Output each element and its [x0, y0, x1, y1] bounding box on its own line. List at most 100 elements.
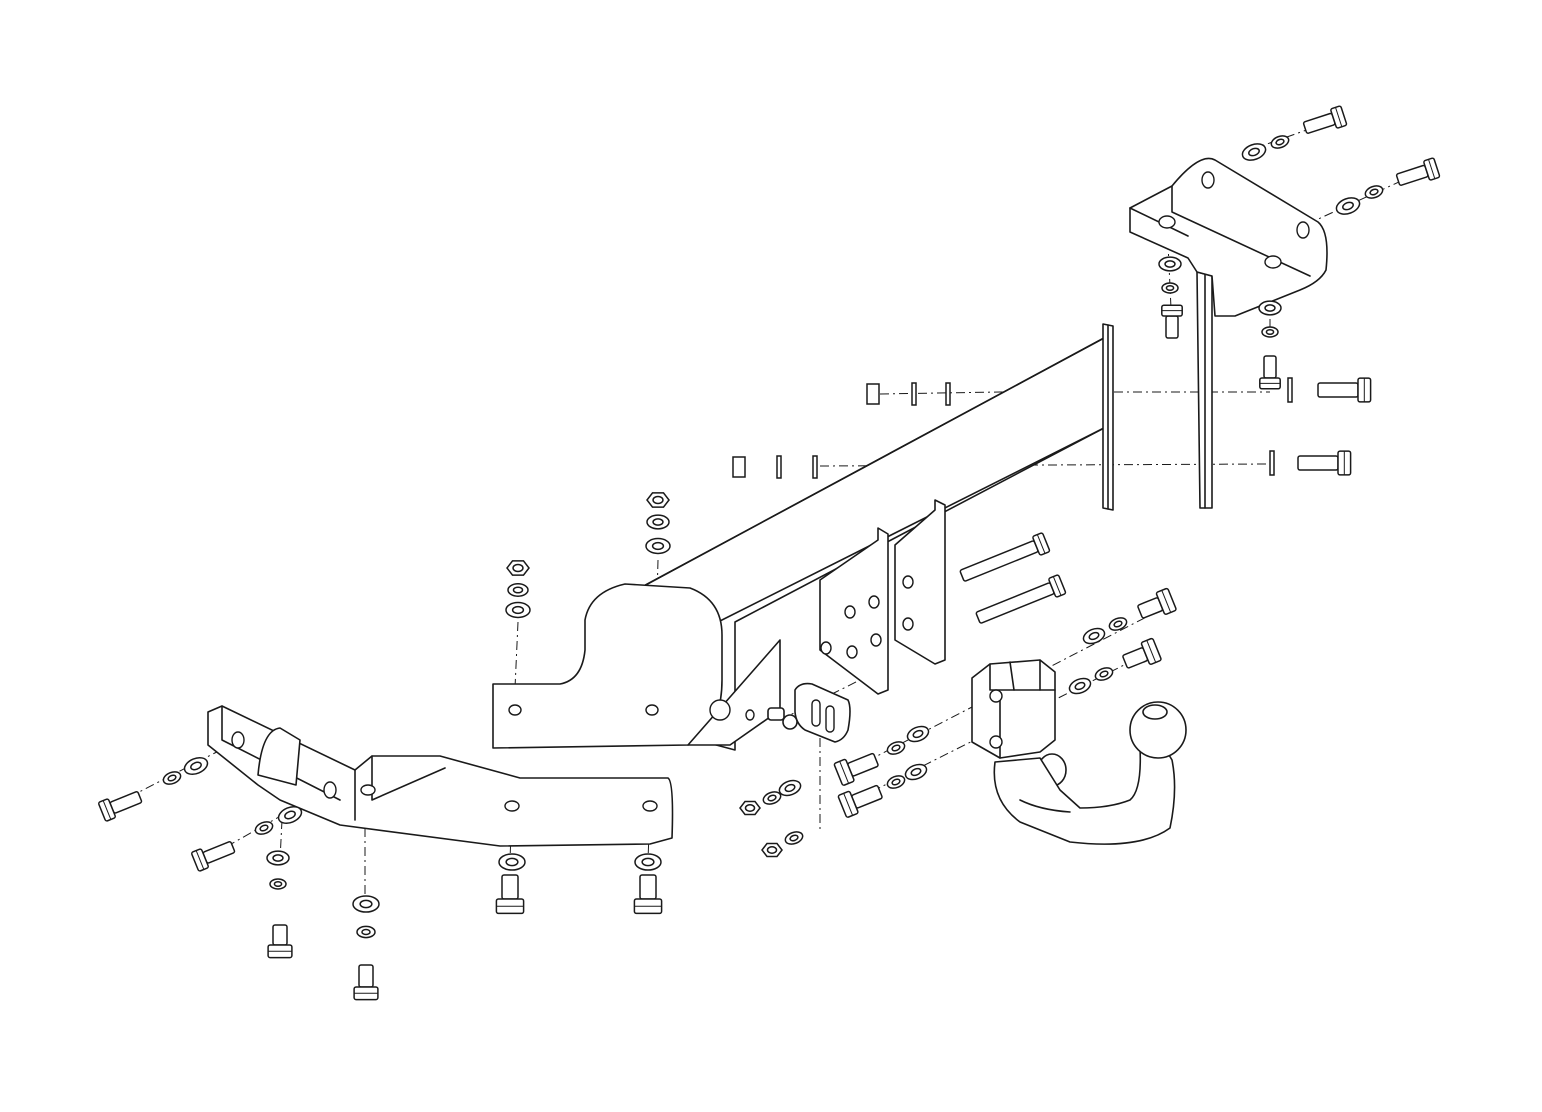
bolt — [633, 874, 663, 915]
hex-nut-bore — [652, 495, 664, 505]
holder-hole-1 — [989, 689, 1003, 703]
side-bracket-hole-1 — [231, 731, 245, 749]
washer-hole — [789, 834, 799, 842]
center-plate-1-hole-3 — [846, 645, 858, 659]
washer-hole — [651, 541, 665, 551]
socket-plate-slot-1 — [811, 699, 821, 727]
bolt — [1297, 450, 1352, 476]
center-plate-1-hole-1 — [844, 605, 856, 619]
bolt-shank — [109, 791, 143, 814]
side-bracket-fold-2 — [371, 755, 446, 801]
holder-channel — [1009, 659, 1041, 691]
side-bracket-hole-3 — [360, 784, 376, 796]
washer-hole — [1099, 670, 1109, 678]
side-bracket-gusset — [257, 727, 301, 786]
bolt-shank — [358, 964, 374, 988]
flange-nut-lower — [732, 456, 746, 478]
washer-hole — [891, 778, 901, 786]
socket-plate-slot-2 — [825, 705, 835, 733]
bolt-shank — [202, 841, 236, 864]
washer-hole — [1248, 147, 1260, 157]
bolt — [975, 574, 1067, 624]
center-plate-2-hole-1 — [902, 575, 914, 589]
bolt-shank — [1302, 112, 1336, 134]
holder-body — [971, 659, 1056, 759]
bolt — [1122, 637, 1162, 669]
bracket-plate — [1129, 157, 1328, 317]
bolt-head-facet — [1036, 534, 1046, 554]
bolt-shank — [847, 752, 879, 777]
bolt — [1259, 355, 1281, 390]
bolt-shank — [272, 924, 288, 946]
washer-hole — [512, 586, 524, 594]
hex-nut-bore — [766, 846, 778, 854]
bolt — [959, 532, 1051, 582]
mounting-plate-hole-2 — [645, 704, 659, 716]
washer-hole — [652, 518, 664, 526]
bolt — [267, 924, 293, 959]
bolts-nuts-washers — [98, 105, 1441, 1001]
washer-hole — [1264, 304, 1276, 312]
bolt-shank — [959, 540, 1039, 582]
axis-lower-right — [819, 463, 1271, 467]
washer-hole — [511, 605, 525, 615]
bracket-hole-3 — [1158, 215, 1176, 229]
left-mounting-plate — [492, 583, 781, 749]
bolt-head-facet — [1052, 576, 1062, 596]
side-bracket-hole-5 — [642, 800, 658, 812]
bolt — [1317, 377, 1372, 403]
washer-hole — [1342, 201, 1354, 211]
bolt — [495, 874, 525, 915]
bolt-shank — [851, 784, 883, 809]
washer-hole — [167, 774, 177, 782]
bolt-head-facet — [102, 800, 112, 820]
washer-hole — [1113, 620, 1123, 628]
washer-hole — [767, 794, 777, 802]
bolt-head-facet — [843, 793, 854, 816]
spacer-plate — [1269, 450, 1275, 476]
bracket-hole-2 — [1296, 221, 1310, 239]
bolt — [191, 841, 236, 872]
bolt-head-facet — [195, 850, 205, 870]
washer-hole — [284, 810, 296, 820]
washer-hole — [273, 881, 283, 887]
holder-hole-2 — [989, 735, 1003, 749]
bolt-head-facet — [1161, 590, 1172, 613]
bolt-shank — [639, 874, 657, 900]
washer-hole — [912, 729, 924, 739]
left-side-bracket — [207, 705, 674, 847]
center-mounting-plates — [819, 499, 946, 695]
bolt — [1161, 304, 1183, 339]
bolt-head-facet — [1335, 107, 1343, 127]
mounting-plate-round-hole — [709, 699, 731, 721]
spacer-plate — [911, 382, 917, 406]
bolt — [833, 752, 879, 786]
bracket-fold — [1171, 185, 1311, 277]
axis-upper-right-left — [879, 391, 1001, 395]
washer-hole — [1088, 631, 1100, 641]
bracket-hole-1 — [1201, 171, 1215, 189]
bolt-head-facet — [1146, 640, 1157, 663]
washer-hole — [259, 824, 269, 832]
hex-nut-bore — [512, 563, 524, 573]
bolt — [837, 784, 883, 818]
neck-contour — [1019, 799, 1071, 813]
washer-hole — [641, 857, 655, 867]
center-plate-1-hole-2 — [868, 595, 880, 609]
holder-top-edge — [989, 663, 1056, 691]
axis-top-bolt-1 — [1249, 119, 1336, 151]
washer-hole — [891, 744, 901, 752]
bolt-shank — [501, 874, 519, 900]
socket-plate-bolt-head — [782, 714, 798, 730]
right-side-bracket — [1129, 157, 1328, 317]
bolt-shank — [1165, 315, 1179, 339]
washer-hole — [1275, 138, 1285, 146]
washer-hole — [1164, 260, 1176, 268]
washer-hole — [1369, 188, 1379, 196]
bolt — [1302, 105, 1348, 134]
washer-hole — [784, 783, 796, 793]
tube-top-edge — [639, 337, 1105, 589]
mounting-plate-hole-1 — [508, 704, 522, 716]
